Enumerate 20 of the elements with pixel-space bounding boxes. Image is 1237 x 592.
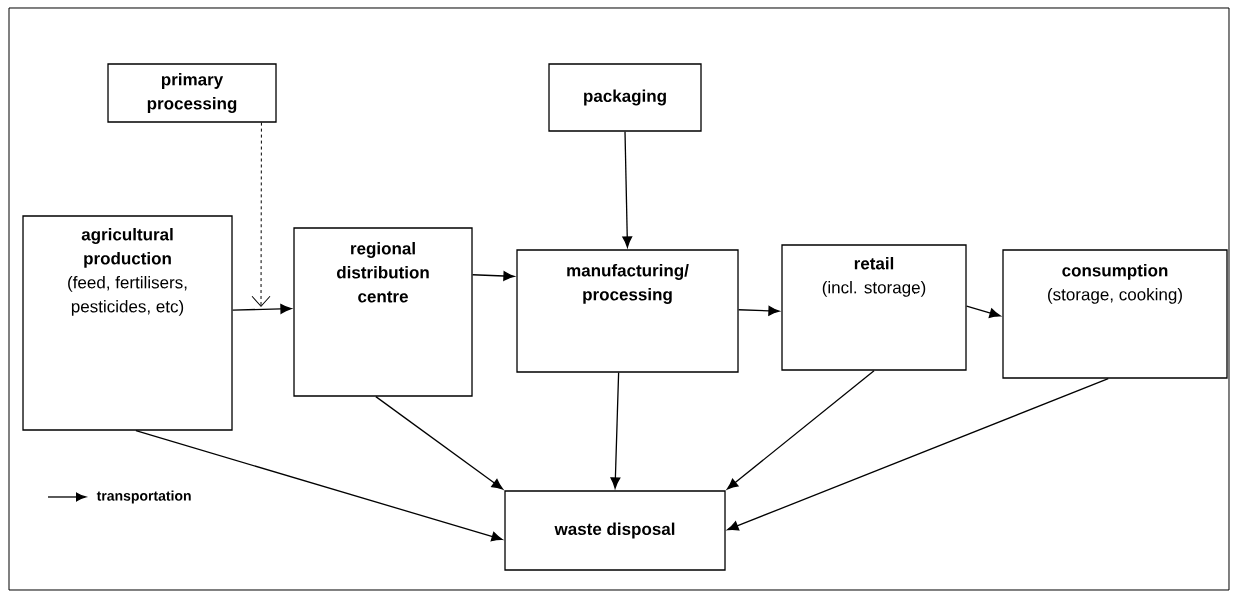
arrow	[622, 131, 633, 248]
arrow	[966, 305, 1001, 318]
arrow	[472, 271, 515, 281]
process-box: manufacturing/ processing	[516, 249, 739, 373]
arrow	[232, 303, 292, 314]
arrow	[251, 122, 271, 307]
process-box: retail (incl. storage)	[781, 244, 967, 371]
process-box: regional distribution centre	[293, 227, 473, 397]
arrow	[610, 372, 621, 489]
arrow	[135, 430, 503, 542]
arrow	[726, 370, 875, 490]
arrow	[738, 305, 780, 316]
process-box: agricultural production (feed, fertilisers, pesticides, etc)	[22, 215, 233, 431]
arrow	[727, 378, 1109, 531]
process-box: consumption (storage, cooking)	[1002, 249, 1228, 379]
process-box: packaging	[548, 63, 702, 132]
process-box: waste disposal	[504, 490, 726, 571]
process-box: primary processing	[107, 63, 277, 123]
arrow	[375, 396, 504, 490]
legend-text: transportation	[96, 490, 191, 504]
